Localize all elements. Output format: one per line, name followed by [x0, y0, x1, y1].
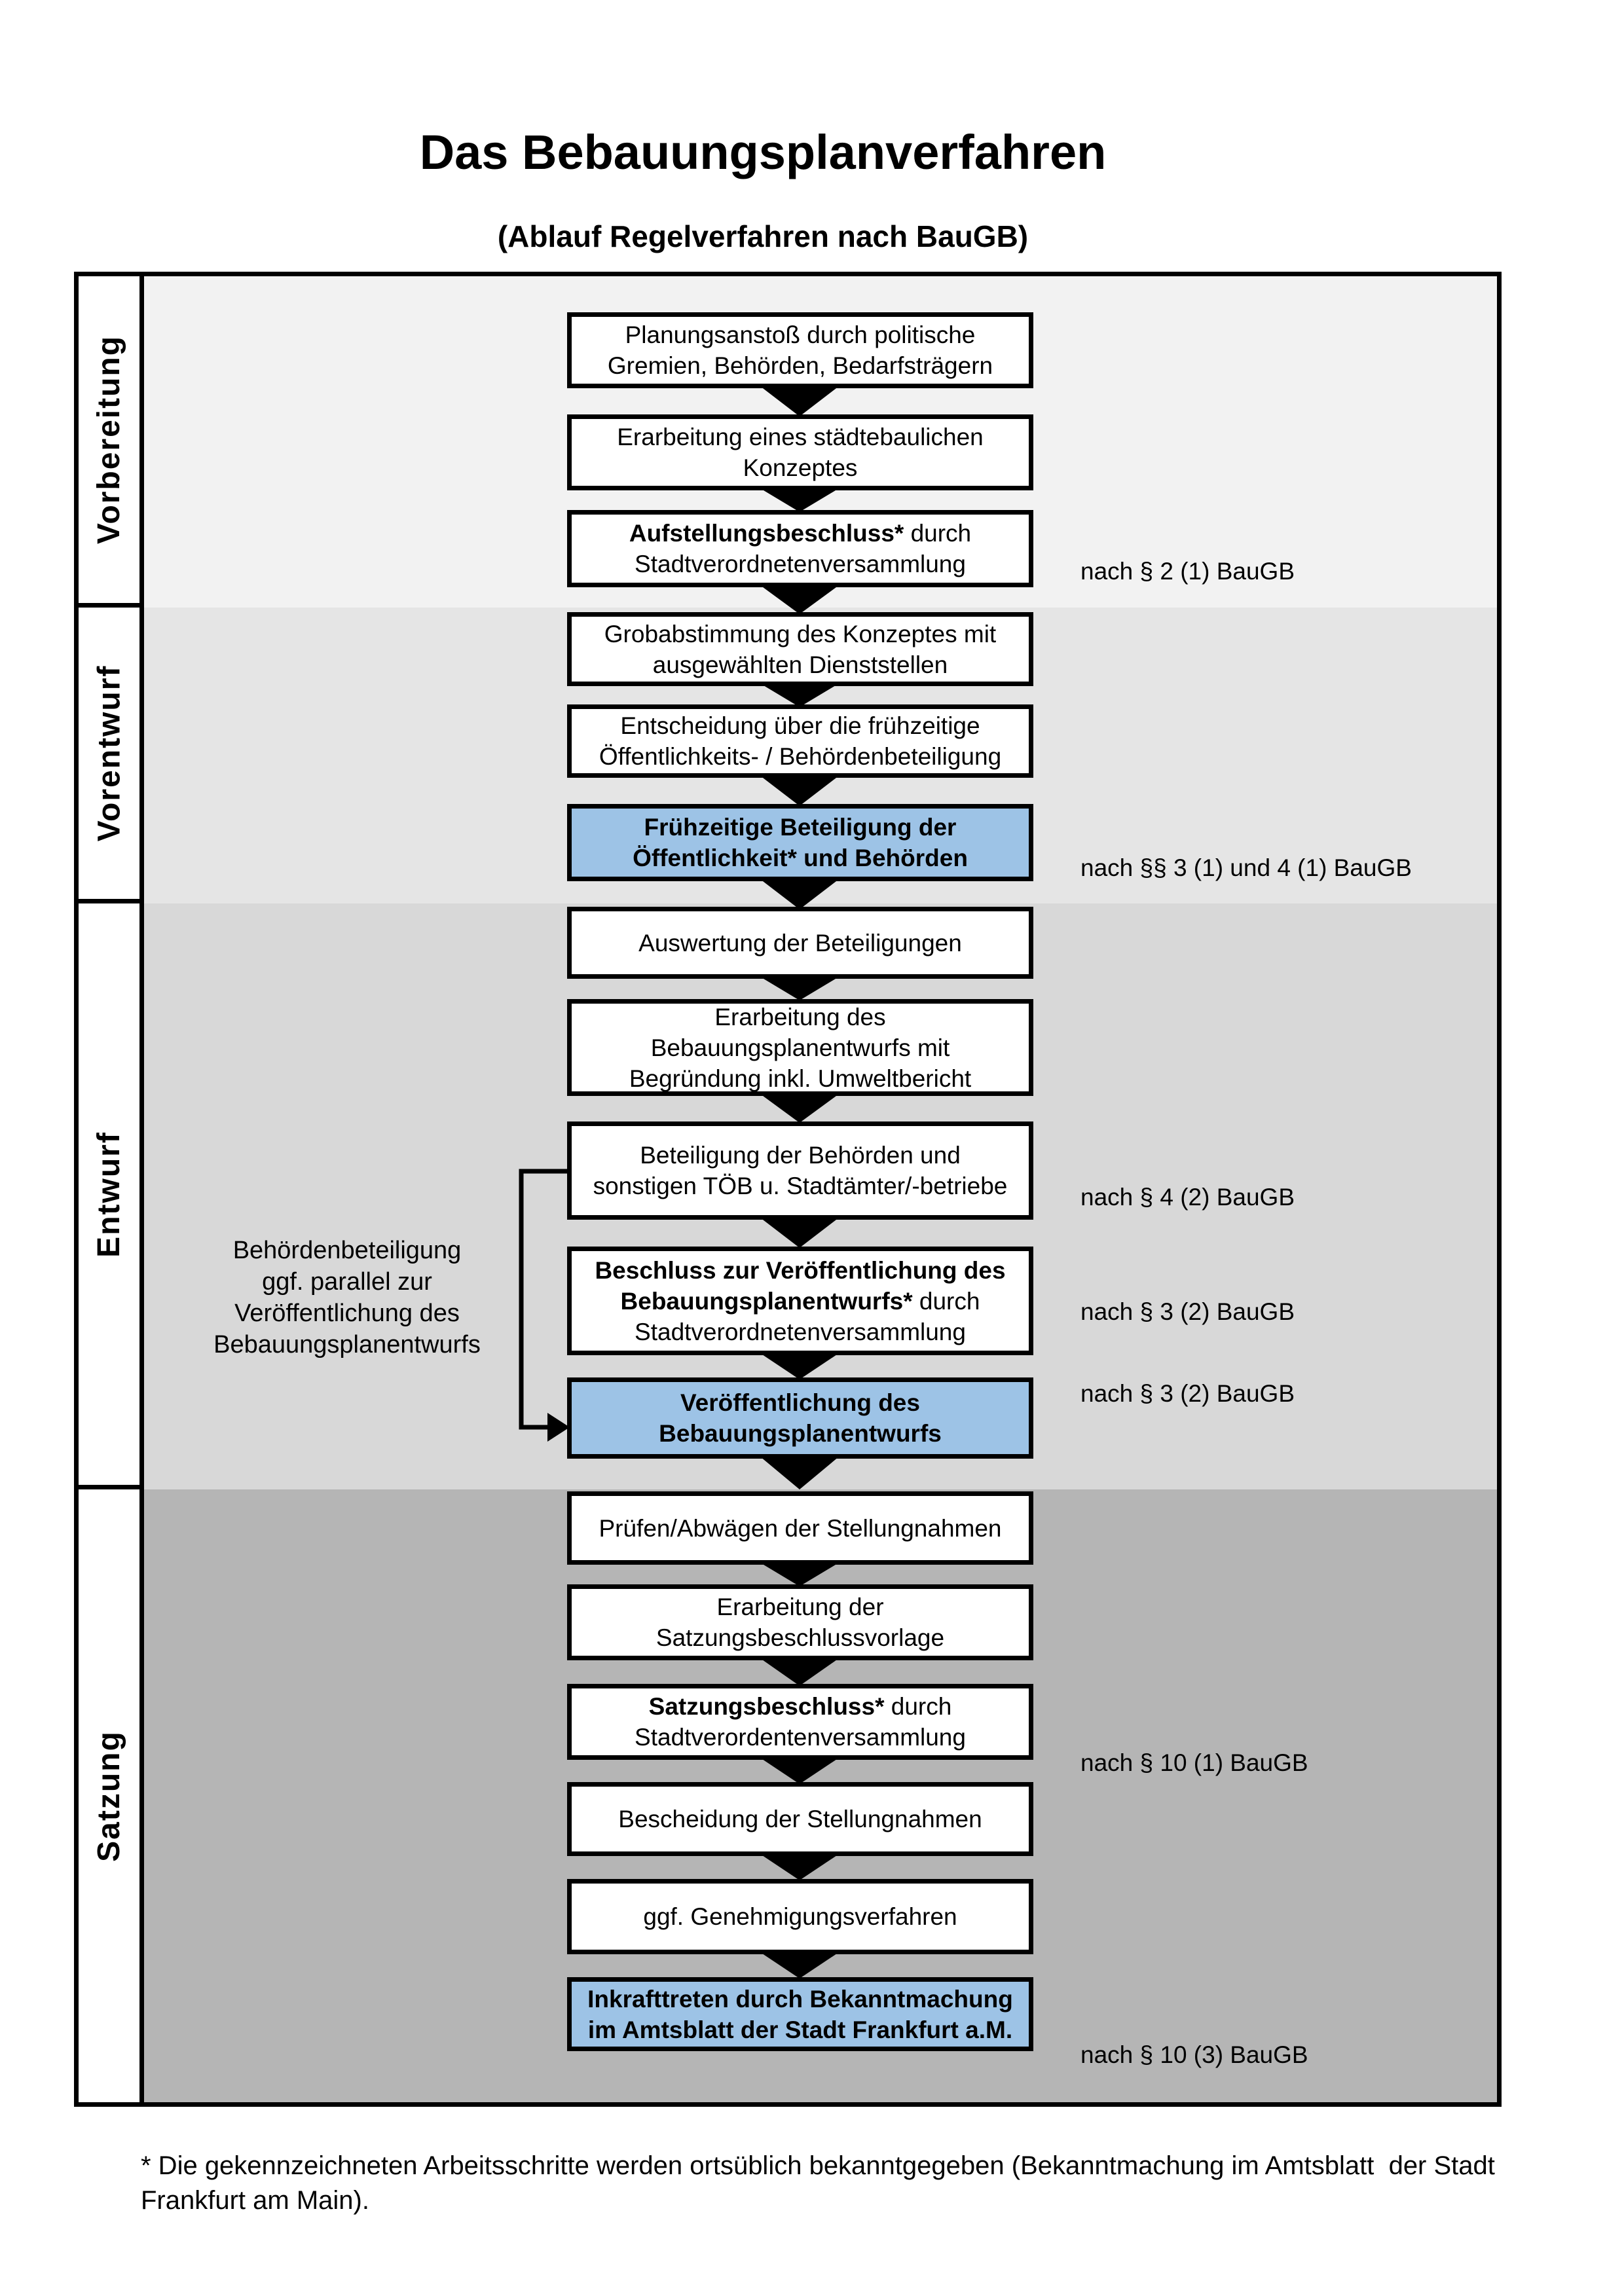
- flow-box-line: Aufstellungsbeschluss* durch: [629, 520, 972, 547]
- down-arrow-icon: [760, 1218, 839, 1248]
- down-arrow-icon: [760, 386, 839, 416]
- down-arrow-icon: [760, 1563, 839, 1586]
- flow-box-line: Begründung inkl. Umweltbericht: [629, 1065, 972, 1092]
- flow-box-line: Erarbeitung der: [716, 1594, 884, 1620]
- phase-label-cell: Vorentwurf: [79, 608, 144, 903]
- flow-box-line: Öffentlichkeit* und Behörden: [633, 845, 968, 871]
- flow-box-line: Öffentlichkeits- / Behördenbeteiligung: [599, 743, 1002, 770]
- flow-box-line: Bebauungsplanentwurfs: [659, 1420, 942, 1447]
- annotation-line: Veröffentlichung des: [234, 1300, 460, 1327]
- legal-reference: nach § 10 (1) BauGB: [1080, 1749, 1308, 1776]
- annotation-line: Behördenbeteiligung: [232, 1237, 462, 1264]
- flow-box: Auswertung der Beteiligungen: [567, 907, 1033, 979]
- phase-label-cell: Vorbereitung: [79, 276, 144, 608]
- down-arrow-icon: [760, 879, 839, 909]
- flow-box: ggf. Genehmigungsverfahren: [567, 1879, 1033, 1954]
- down-arrow-icon: [760, 1658, 839, 1686]
- flow-box: Inkrafttreten durch Bekanntmachung im Amt…: [567, 1977, 1033, 2051]
- flow-box-line: Planungsanstoß durch politische: [625, 321, 976, 348]
- flow-box-line: Bebauungsplanentwurfs* durch: [620, 1287, 980, 1315]
- flow-box-line: Gremien, Behörden, Bedarfsträgern: [607, 352, 993, 379]
- down-arrow-icon: [760, 1854, 839, 1880]
- diagram-frame: [74, 272, 1502, 2107]
- page-subtitle: (Ablauf Regelverfahren nach BauGB): [497, 219, 1029, 253]
- footnote-line: * Die gekennzeichneten Arbeitsschritte w…: [141, 2151, 1495, 2180]
- flow-box-line: im Amtsblatt der Stadt Frankfurt a.M.: [587, 2016, 1013, 2043]
- flow-box-line: Grobabstimmung des Konzeptes mit: [604, 620, 997, 647]
- legal-reference: nach § 2 (1) BauGB: [1080, 558, 1295, 585]
- legal-reference: nach § 10 (3) BauGB: [1080, 2041, 1308, 2068]
- flow-box-line: Bebauungsplanentwurfs mit: [650, 1034, 950, 1061]
- flow-box-line: Inkrafttreten durch Bekanntmachung: [587, 1985, 1013, 2013]
- flow-box-line: Stadtverordnetenversammlung: [635, 551, 966, 577]
- down-arrow-icon: [760, 776, 839, 806]
- flow-box-line: Beschluss zur Veröffentlichung des: [595, 1256, 1006, 1284]
- flow-box-line: Veröffentlichung des: [680, 1389, 920, 1416]
- flow-box-line: Satzungsbeschlussvorlage: [655, 1624, 945, 1651]
- legal-reference: nach § 4 (2) BauGB: [1080, 1184, 1295, 1211]
- flow-box-line: ggf. Genehmigungsverfahren: [643, 1903, 957, 1930]
- phase-label-cell: Entwurf: [79, 903, 144, 1489]
- down-arrow-icon: [760, 488, 839, 512]
- flow-box-line: Stadtverordentenversammlung: [635, 1724, 966, 1751]
- annotation-line: ggf. parallel zur: [262, 1268, 432, 1296]
- flow-box-line: Stadtverordnetenversammlung: [635, 1318, 966, 1345]
- flow-box-line: Frühzeitige Beteiligung der: [644, 814, 957, 841]
- footnote-line: Frankfurt am Main).: [141, 2186, 369, 2215]
- flow-box-line: Entscheidung über die frühzeitige: [620, 712, 980, 739]
- page-title: Das Bebauungsplanverfahren: [419, 125, 1107, 179]
- down-arrow-icon: [760, 1758, 839, 1784]
- flow-box-line: Beteiligung der Behörden und: [640, 1142, 961, 1169]
- flow-box: Grobabstimmung des Konzeptes mit ausgewäh…: [567, 612, 1033, 686]
- annotation-line: Bebauungsplanentwurfs: [213, 1331, 481, 1358]
- flow-box-line: Satzungsbeschluss* durch: [648, 1693, 952, 1720]
- flow-box: Prüfen/Abwägen der Stellungnahmen: [567, 1491, 1033, 1565]
- down-arrow-icon: [760, 1952, 839, 1978]
- down-arrow-icon: [760, 1353, 839, 1379]
- flow-box-line: Konzeptes: [743, 454, 858, 481]
- flow-box-line: Erarbeitung eines städtebaulichen: [617, 424, 984, 450]
- down-arrow-icon: [760, 683, 839, 707]
- down-arrow-icon: [760, 1094, 839, 1123]
- flow-box-line: sonstigen TÖB u. Stadtämter/-betriebe: [593, 1173, 1008, 1199]
- flow-box-line: Bescheidung der Stellungnahmen: [618, 1806, 982, 1832]
- phase-label-cell: Satzung: [79, 1489, 144, 2102]
- down-arrow-icon: [760, 1457, 839, 1489]
- footnote: * Die gekennzeichneten Arbeitsschritte w…: [141, 2149, 1555, 2218]
- flow-box: Bescheidung der Stellungnahmen: [567, 1782, 1033, 1856]
- flow-box: Beteiligung der Behörden und sonstigen TÖ…: [567, 1121, 1033, 1220]
- flow-box-line: Auswertung der Beteiligungen: [638, 929, 962, 957]
- legal-reference: nach § 3 (2) BauGB: [1080, 1298, 1295, 1325]
- down-arrow-icon: [760, 585, 839, 614]
- down-arrow-icon: [760, 977, 839, 1000]
- legal-reference: nach §§ 3 (1) und 4 (1) BauGB: [1080, 854, 1412, 881]
- flow-box-line: Prüfen/Abwägen der Stellungnahmen: [599, 1514, 1002, 1542]
- flow-box-line: Erarbeitung des: [714, 1003, 886, 1030]
- legal-reference: nach § 3 (2) BauGB: [1080, 1380, 1295, 1407]
- flow-box-line: ausgewählten Dienststellen: [652, 651, 948, 678]
